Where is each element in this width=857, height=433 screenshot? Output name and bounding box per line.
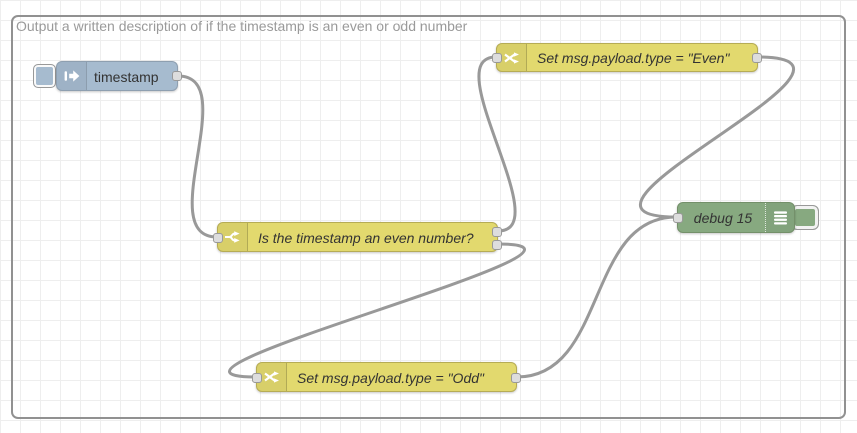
output-port-1[interactable]: [492, 227, 502, 237]
wire-change-odd-to-debug[interactable]: [515, 215, 678, 379]
node-label: Set msg.payload.type = "Odd": [297, 370, 484, 386]
inject-button[interactable]: [33, 64, 56, 88]
change-swap-icon: [257, 363, 287, 391]
wire-timestamp-to-switch[interactable]: [176, 74, 219, 239]
debug-toggle-button[interactable]: [791, 205, 819, 230]
node-label: Is the timestamp an even number?: [258, 230, 474, 246]
node-label: debug 15: [693, 210, 753, 226]
inject-arrow-icon: [57, 62, 87, 90]
output-port[interactable]: [511, 373, 521, 383]
node-label: Set msg.payload.type = "Even": [537, 50, 730, 66]
node-switch[interactable]: Is the timestamp an even number?: [213, 222, 502, 252]
output-port[interactable]: [752, 53, 762, 63]
input-port[interactable]: [673, 213, 683, 223]
switch-fork-icon: [218, 223, 248, 251]
node-label: timestamp: [94, 69, 159, 85]
output-port[interactable]: [172, 71, 182, 81]
node-change-odd[interactable]: Set msg.payload.type = "Odd": [252, 362, 521, 392]
wire-switch-to-change-odd[interactable]: [228, 242, 526, 379]
node-debug[interactable]: debug 15: [673, 202, 823, 233]
wire-change-even-to-debug[interactable]: [639, 55, 795, 219]
change-swap-icon: [497, 44, 527, 71]
wire-switch-to-change-even[interactable]: [477, 55, 517, 233]
node-inject-timestamp[interactable]: timestamp: [33, 61, 182, 91]
input-port[interactable]: [252, 373, 262, 383]
input-port[interactable]: [492, 53, 502, 63]
group-outline[interactable]: [11, 15, 846, 419]
input-port[interactable]: [213, 233, 223, 243]
node-change-even[interactable]: Set msg.payload.type = "Even": [492, 43, 762, 72]
group-label: Output a written description of if the t…: [16, 18, 468, 34]
output-port-2[interactable]: [492, 240, 502, 250]
debug-list-icon: [765, 203, 794, 232]
